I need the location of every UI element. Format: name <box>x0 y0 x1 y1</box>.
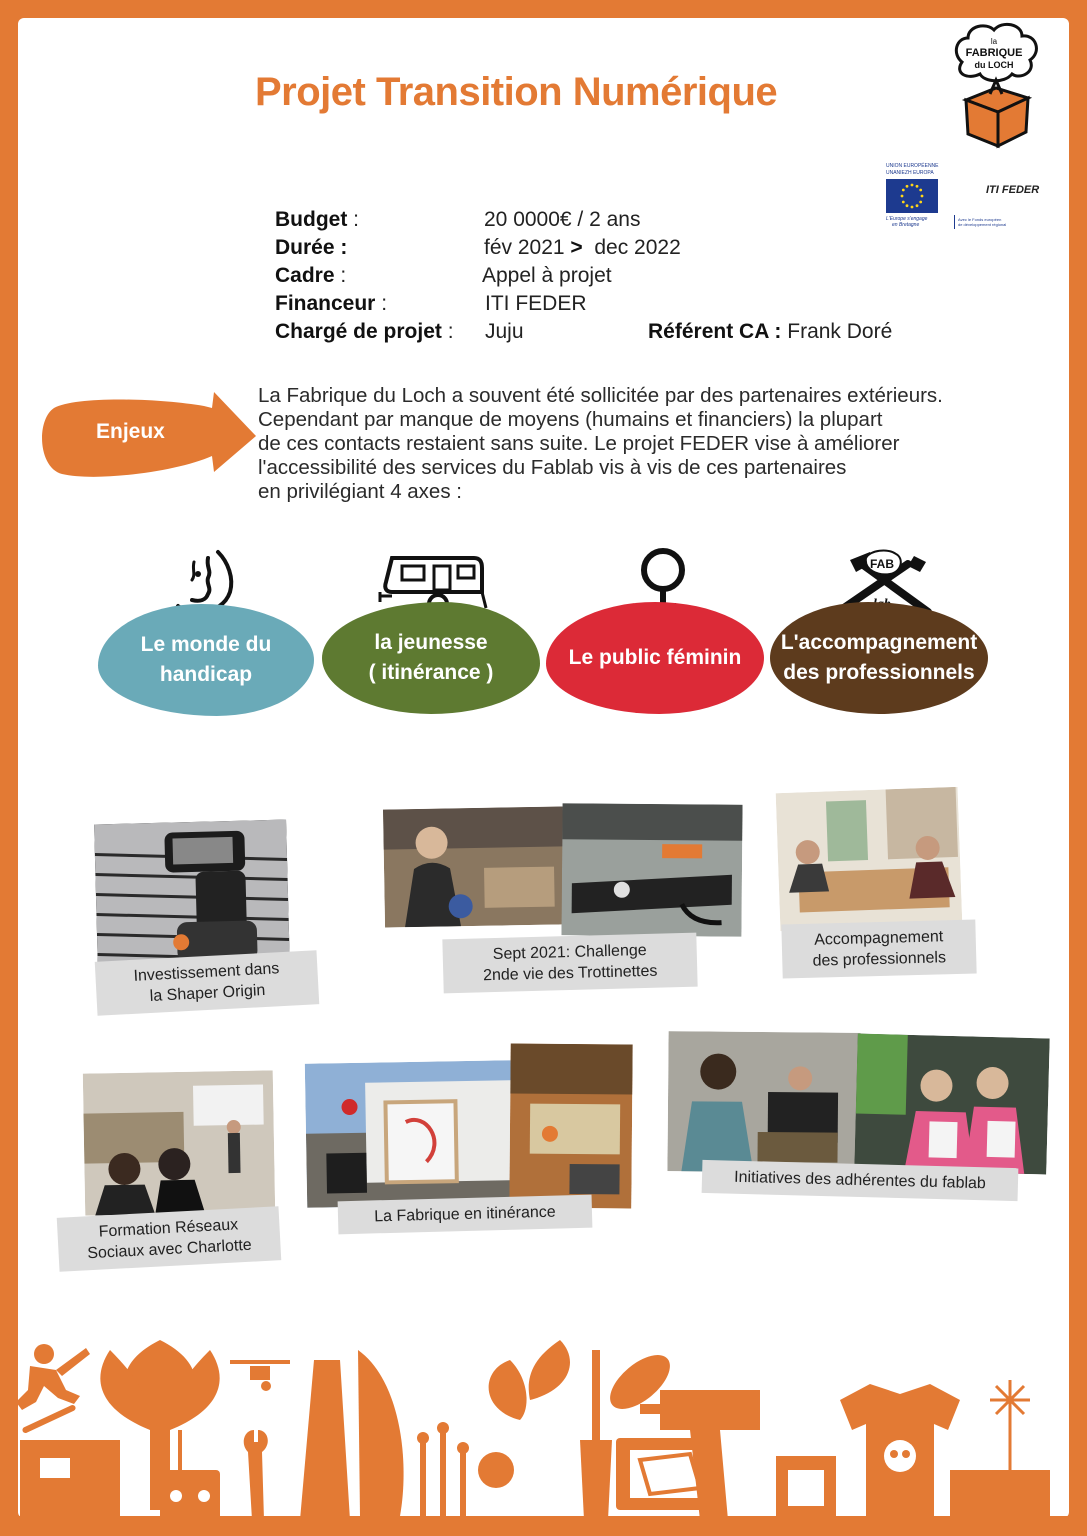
photo-accompagnement <box>775 786 963 932</box>
drill-icon <box>640 1390 760 1520</box>
axis-handicap-line2: handicap <box>159 663 253 686</box>
logo-text-fabrique: FABRIQUE <box>966 47 1023 59</box>
axis-accompagnement-line2: des professionnels <box>783 661 975 684</box>
eu-tagline-1: L'Europe s'engage <box>886 216 928 222</box>
sewing-machine-icon <box>20 1440 120 1520</box>
duree-arrow: > <box>570 236 583 259</box>
axis-accompagnement-line1: L'accompagnement <box>780 631 978 654</box>
charge-colon: : <box>441 320 454 343</box>
referent-row: Référent CA : Frank Doré <box>648 320 892 344</box>
enjeux-line: Cependant par manque de moyens (humains … <box>258 408 883 431</box>
photo-itinerance-1 <box>304 1060 514 1208</box>
eu-text-line1: UNION EUROPÉENNE <box>886 163 939 169</box>
3d-printer-icon <box>776 1456 836 1520</box>
enjeux-line: de ces contacts restaient sans suite. Le… <box>258 432 900 455</box>
drone-icon <box>230 1360 290 1391</box>
budget-colon: : <box>347 208 359 231</box>
duree-from: fév 2021 <box>484 236 571 259</box>
enjeux-line: La Fabrique du Loch a souvent été sollic… <box>258 384 943 407</box>
cadre-row: Cadre : <box>275 264 346 288</box>
cadre-value: Appel à projet <box>482 264 612 287</box>
eu-tagline-2: en Bretagne <box>892 222 920 228</box>
photo-trottinettes-2 <box>561 803 743 937</box>
financeur-colon: : <box>375 292 388 315</box>
logo-text-loch: du LOCH <box>975 60 1014 70</box>
caption-line: La Fabrique en itinérance <box>374 1203 556 1226</box>
axis-public-feminin: Le public féminin <box>546 602 764 714</box>
circuit-icon <box>417 1422 469 1520</box>
duree-label: Durée : <box>275 236 348 259</box>
cadre-label: Cadre <box>275 264 335 287</box>
referent-value: Frank Doré <box>787 320 893 343</box>
axis-handicap: Le monde du handicap <box>98 604 314 716</box>
eu-fund-1: Avec le Fonds européen <box>958 217 1002 222</box>
caption-line: des professionnels <box>812 949 947 970</box>
enjeux-line: l'accessibilité des services du Fablab v… <box>258 456 847 479</box>
enjeux-line: en privilégiant 4 axes : <box>258 480 462 503</box>
eu-flag-icon <box>886 179 938 213</box>
enjeux-arrow-shape <box>42 392 256 477</box>
leaf-icon <box>100 1340 220 1510</box>
financeur-row: Financeur : <box>275 292 387 316</box>
eu-fund-2: de développement régional <box>958 222 1007 227</box>
photo-formation <box>82 1070 276 1216</box>
axis-jeunesse-line1: la jeunesse <box>374 631 488 654</box>
iti-feder-label: ITI FEDER <box>986 184 1040 196</box>
axis-jeunesse-line2: ( itinérance ) <box>368 661 494 684</box>
skateboarder-icon <box>16 1344 90 1433</box>
soldering-iron-icon <box>580 1350 612 1520</box>
logo-text-la: la <box>991 37 998 46</box>
financeur-label: Financeur <box>275 292 376 315</box>
eu-feder-logo: UNION EUROPÉENNE UNANIEZH EUROPA L'Europ… <box>882 145 1042 235</box>
eu-divider <box>954 215 955 229</box>
remote-control-icon <box>160 1430 220 1520</box>
tshirt-skull-icon <box>840 1384 960 1520</box>
photo-adherentes-1 <box>667 1031 861 1173</box>
page-title: Projet Transition Numérique <box>255 70 778 114</box>
axis-feminin-line1: Le public féminin <box>568 646 742 669</box>
photo-itinerance-2 <box>509 1043 633 1209</box>
poster-sheet <box>18 18 1069 1518</box>
fablab-icon-text-fab: FAB <box>870 557 894 571</box>
charge-row: Chargé de projet : <box>275 320 454 344</box>
photo-trottinettes-1 <box>382 806 566 928</box>
plant-icon <box>478 1340 570 1520</box>
enjeux-label: Enjeux <box>96 420 165 443</box>
charge-value: Juju <box>485 320 524 343</box>
axis-handicap-line1: Le monde du <box>140 633 272 656</box>
axis-jeunesse: la jeunesse ( itinérance ) <box>322 602 540 714</box>
photo-adherentes-2 <box>854 1033 1050 1175</box>
photo-shaper-origin <box>94 819 290 973</box>
eu-text-line2: UNANIEZH EUROPA <box>886 170 934 176</box>
duree-to: dec 2022 <box>582 236 681 259</box>
financeur-value: ITI FEDER <box>485 292 587 315</box>
footer-silhouettes <box>0 1340 1087 1536</box>
duree-row: Durée : <box>275 236 347 260</box>
caption-line: Initiatives des adhérentes du fablab <box>733 1168 987 1193</box>
cadre-colon: : <box>334 264 347 287</box>
axis-accompagnement: L'accompagnement des professionnels <box>770 602 988 714</box>
caption-itinerance: La Fabrique en itinérance <box>337 1194 593 1235</box>
charge-label: Chargé de projet <box>275 320 442 343</box>
enjeux-paragraph: La Fabrique du Loch a souvent été sollic… <box>258 384 1038 504</box>
fabrique-du-loch-logo: la FABRIQUE du LOCH <box>954 22 1038 149</box>
wrench-icon <box>243 1430 268 1520</box>
duree-value: fév 2021 > dec 2022 <box>484 236 681 260</box>
budget-label: Budget <box>275 208 348 231</box>
cutter-icon <box>950 1470 1050 1520</box>
budget-value: 20 0000€ / 2 ans <box>484 208 641 231</box>
budget-row: Budget : <box>275 208 359 232</box>
guitar-icon <box>610 1355 670 1409</box>
sailboat-icon <box>300 1350 404 1520</box>
referent-label: Référent CA : <box>648 320 782 343</box>
